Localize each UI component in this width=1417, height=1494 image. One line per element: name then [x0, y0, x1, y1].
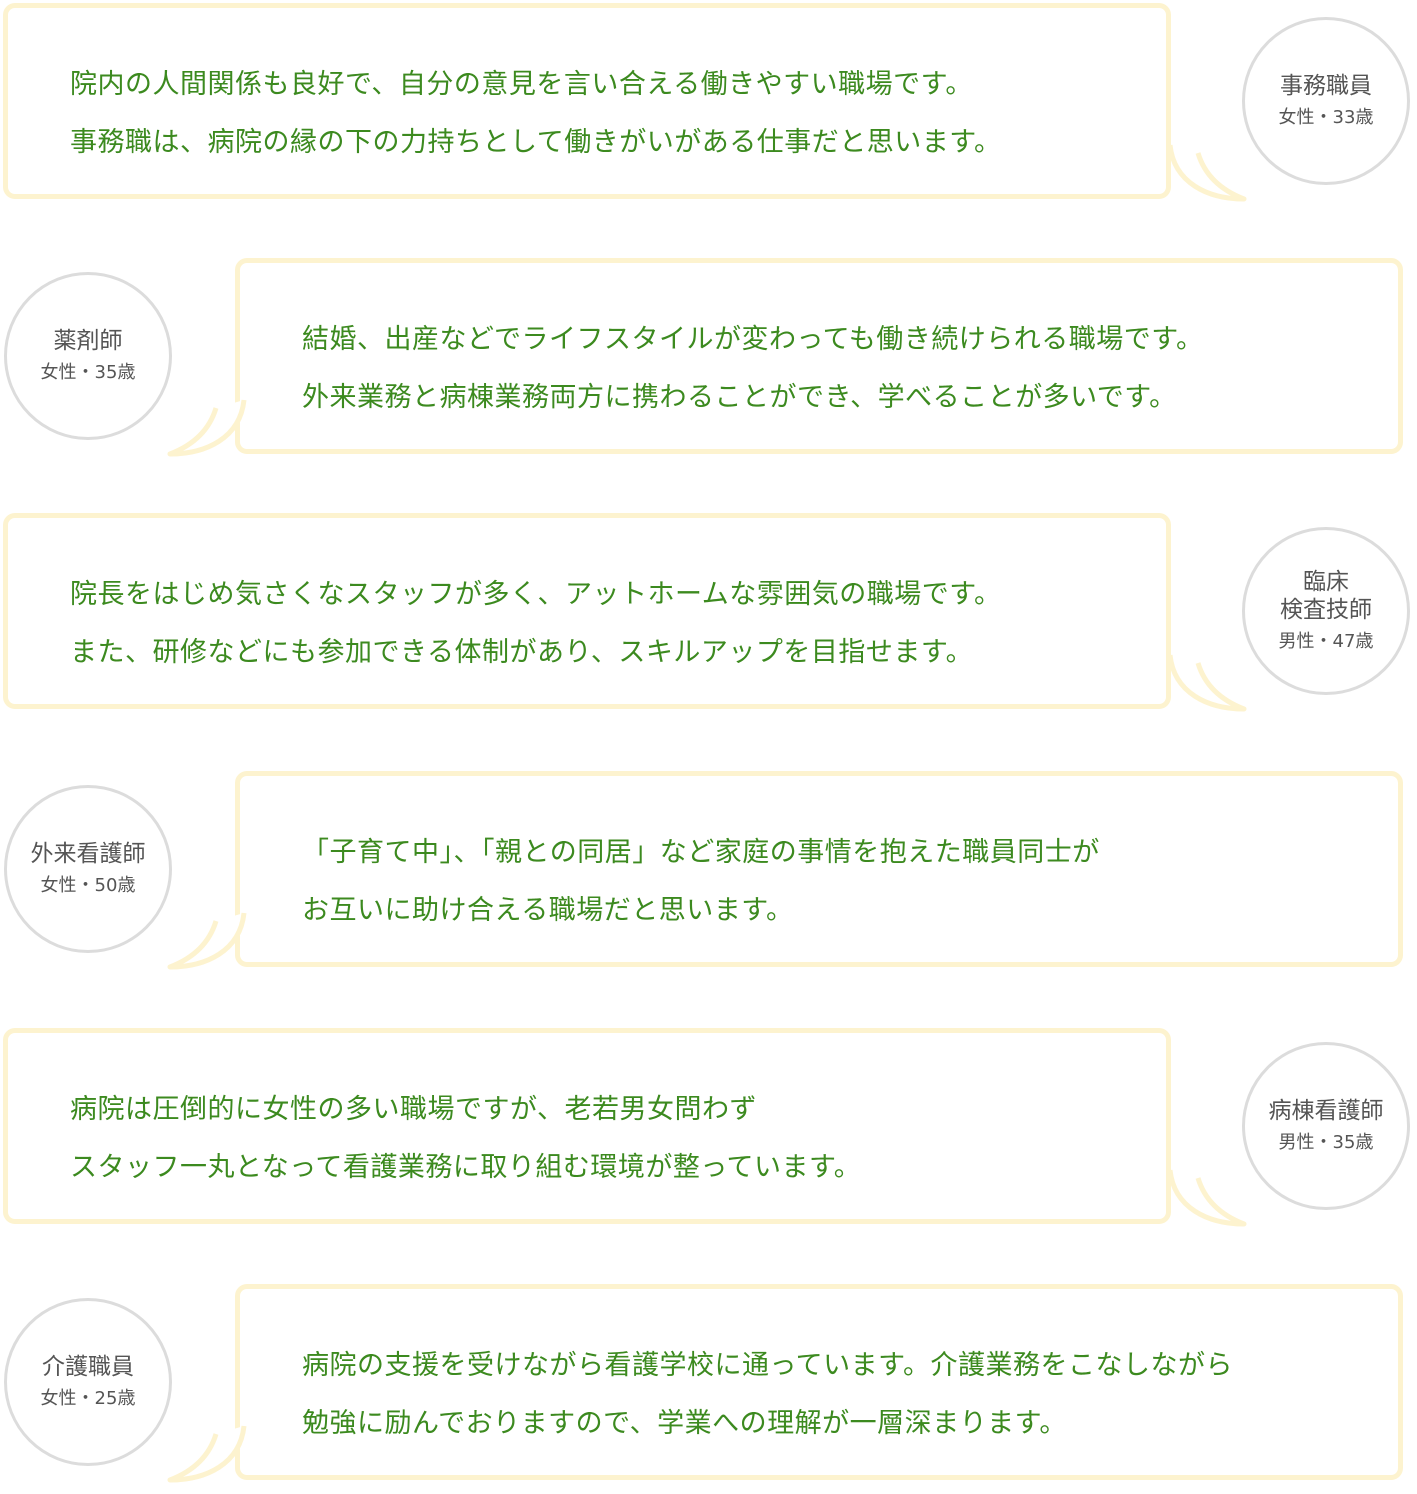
staff-role: 臨床: [1303, 569, 1349, 595]
testimonial-row: 結婚、出産などでライフスタイルが変わっても働き続けられる職場です。 外来業務と病…: [0, 258, 1417, 468]
testimonial-message: 病院は圧倒的に女性の多い職場ですが、老若男女問わず スタッフ一丸となって看護業務…: [70, 1081, 1146, 1197]
testimonial-row: 「子育て中」、「親との同居」など家庭の事情を抱えた職員同士が お互いに助け合える…: [0, 771, 1417, 981]
speech-bubble: 結婚、出産などでライフスタイルが変わっても働き続けられる職場です。 外来業務と病…: [235, 258, 1403, 454]
staff-profile-badge: 外来看護師 女性・50歳: [4, 785, 172, 953]
message-line: 結婚、出産などでライフスタイルが変わっても働き続けられる職場です。: [302, 324, 1204, 355]
staff-role: 病棟看護師: [1268, 1098, 1384, 1124]
message-line: 病院の支援を受けながら看護学校に通っています。介護業務をこなしながら: [302, 1350, 1233, 1381]
speech-bubble-tail: [1167, 654, 1247, 712]
speech-bubble-tail: [1167, 1169, 1247, 1227]
testimonial-message: 病院の支援を受けながら看護学校に通っています。介護業務をこなしながら 勉強に励ん…: [302, 1337, 1378, 1453]
staff-role: 薬剤師: [53, 328, 123, 354]
speech-bubble: 院内の人間関係も良好で、自分の意見を言い合える働きやすい職場です。 事務職は、病…: [3, 3, 1171, 199]
message-line: 病院は圧倒的に女性の多い職場ですが、老若男女問わず: [70, 1094, 757, 1125]
staff-role: 外来看護師: [30, 841, 146, 867]
staff-gender-age: 女性・25歳: [40, 1388, 136, 1409]
staff-role: 検査技師: [1280, 597, 1372, 623]
speech-bubble: 「子育て中」、「親との同居」など家庭の事情を抱えた職員同士が お互いに助け合える…: [235, 771, 1403, 967]
staff-profile-badge: 事務職員 女性・33歳: [1242, 17, 1410, 185]
message-line: また、研修などにも参加できる体制があり、スキルアップを目指せます。: [70, 637, 974, 668]
message-line: 院内の人間関係も良好で、自分の意見を言い合える働きやすい職場です。: [70, 69, 973, 100]
speech-bubble: 病院は圧倒的に女性の多い職場ですが、老若男女問わず スタッフ一丸となって看護業務…: [3, 1028, 1171, 1224]
staff-role: 事務職員: [1280, 73, 1372, 99]
staff-profile-badge: 臨床 検査技師 男性・47歳: [1242, 527, 1410, 695]
speech-bubble-tail: [167, 399, 247, 457]
staff-gender-age: 女性・35歳: [40, 362, 136, 383]
staff-gender-age: 男性・47歳: [1278, 631, 1374, 652]
speech-bubble-tail: [167, 1425, 247, 1483]
staff-profile-badge: 薬剤師 女性・35歳: [4, 272, 172, 440]
speech-bubble-tail: [1167, 144, 1247, 202]
testimonial-row: 病院は圧倒的に女性の多い職場ですが、老若男女問わず スタッフ一丸となって看護業務…: [0, 1028, 1417, 1238]
message-line: 勉強に励んでおりますので、学業への理解が一層深まります。: [302, 1408, 1067, 1439]
testimonial-message: 結婚、出産などでライフスタイルが変わっても働き続けられる職場です。 外来業務と病…: [302, 311, 1378, 427]
testimonial-message: 院内の人間関係も良好で、自分の意見を言い合える働きやすい職場です。 事務職は、病…: [70, 56, 1146, 172]
testimonial-message: 「子育て中」、「親との同居」など家庭の事情を抱えた職員同士が お互いに助け合える…: [302, 824, 1378, 940]
staff-role: 介護職員: [42, 1354, 134, 1380]
speech-bubble: 院長をはじめ気さくなスタッフが多く、アットホームな雰囲気の職場です。 また、研修…: [3, 513, 1171, 709]
message-line: 院長をはじめ気さくなスタッフが多く、アットホームな雰囲気の職場です。: [70, 579, 1002, 610]
speech-bubble: 病院の支援を受けながら看護学校に通っています。介護業務をこなしながら 勉強に励ん…: [235, 1284, 1403, 1480]
message-line: お互いに助け合える職場だと思います。: [302, 895, 794, 926]
message-line: スタッフ一丸となって看護業務に取り組む環境が整っています。: [70, 1152, 862, 1183]
staff-gender-age: 女性・33歳: [1278, 107, 1374, 128]
staff-profile-badge: 介護職員 女性・25歳: [4, 1298, 172, 1466]
testimonial-row: 院長をはじめ気さくなスタッフが多く、アットホームな雰囲気の職場です。 また、研修…: [0, 513, 1417, 723]
staff-gender-age: 女性・50歳: [40, 875, 136, 896]
message-line: 事務職は、病院の縁の下の力持ちとして働きがいがある仕事だと思います。: [70, 127, 1002, 158]
staff-profile-badge: 病棟看護師 男性・35歳: [1242, 1042, 1410, 1210]
message-line: 「子育て中」、「親との同居」など家庭の事情を抱えた職員同士が: [302, 837, 1100, 868]
message-line: 外来業務と病棟業務両方に携わることができ、学べることが多いです。: [302, 382, 1177, 413]
staff-gender-age: 男性・35歳: [1278, 1132, 1374, 1153]
testimonial-row: 院内の人間関係も良好で、自分の意見を言い合える働きやすい職場です。 事務職は、病…: [0, 3, 1417, 213]
testimonial-row: 病院の支援を受けながら看護学校に通っています。介護業務をこなしながら 勉強に励ん…: [0, 1284, 1417, 1494]
speech-bubble-tail: [167, 912, 247, 970]
testimonial-message: 院長をはじめ気さくなスタッフが多く、アットホームな雰囲気の職場です。 また、研修…: [70, 566, 1146, 682]
